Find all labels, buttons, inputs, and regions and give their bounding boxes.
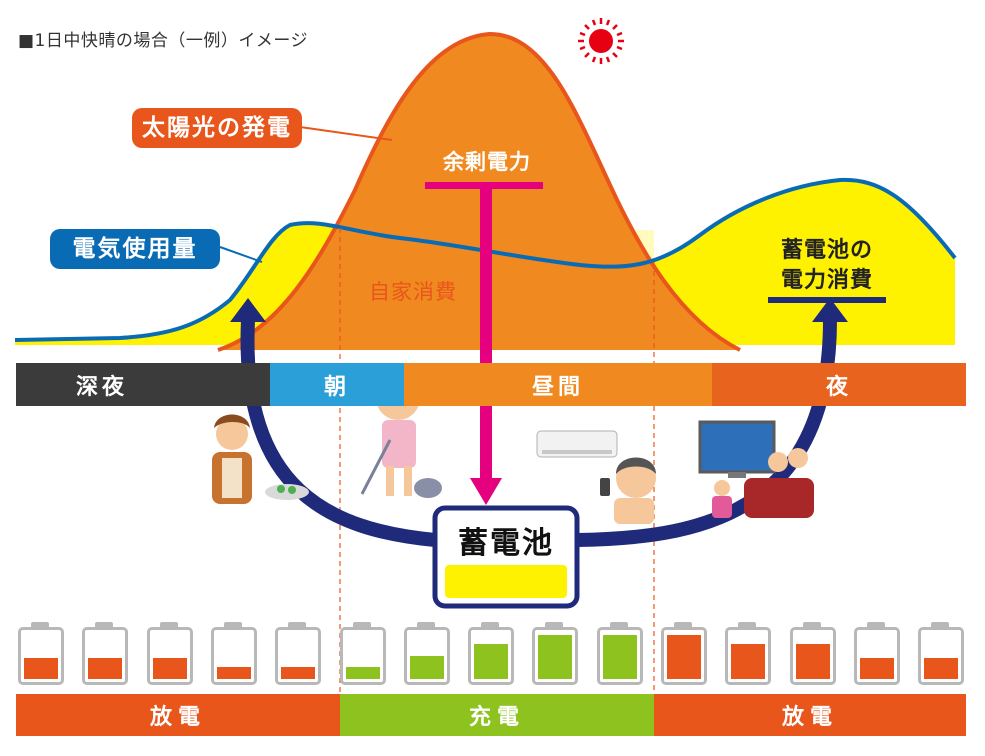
battery-box-fill [445, 565, 567, 598]
battery-level-icon [854, 622, 900, 685]
battery-level-icon [147, 622, 193, 685]
time-band-daytime: 昼間 [404, 363, 712, 406]
battery-level-fill [538, 635, 572, 679]
battery-level-icon [211, 622, 257, 685]
battery-level-fill [474, 644, 508, 679]
battery-level-icon [725, 622, 771, 685]
remote-person-illustration [600, 457, 656, 524]
battery-level-fill [796, 644, 830, 679]
solar-label: 太陽光の発電量 [132, 108, 302, 181]
surplus-bar [425, 182, 543, 189]
battery-level-icon [275, 622, 321, 685]
navy-arrow-right-head [812, 298, 848, 322]
battery-level-fill [346, 667, 380, 679]
aircon-illustration [536, 430, 618, 458]
surplus-arrow-shaft [480, 189, 492, 479]
battery-consumption-underline [768, 297, 886, 303]
mode-discharge-right: 放電 [654, 694, 966, 736]
battery-level-icon [918, 622, 964, 685]
battery-level-icon [82, 622, 128, 685]
battery-level-fill [860, 658, 894, 679]
battery-level-fill [924, 658, 958, 679]
solar-label-leader [299, 126, 393, 141]
battery-level-row [18, 622, 968, 685]
battery-level-icon [468, 622, 514, 685]
surplus-arrow-head [470, 478, 502, 505]
mode-discharge-left: 放電 [16, 694, 340, 736]
battery-level-fill [281, 667, 315, 679]
mode-charge: 充電 [340, 694, 654, 736]
battery-level-fill [217, 667, 251, 679]
battery-level-fill [24, 658, 58, 679]
battery-level-icon [340, 622, 386, 685]
solar-curve-line [217, 31, 741, 352]
battery-level-fill [603, 635, 637, 679]
surplus-label: 余剰電力 [443, 150, 531, 174]
battery-consumption-label-line2: 電力消費 [780, 268, 873, 293]
battery-consumption-label-line1: 蓄電池の [780, 238, 873, 263]
usage-label: 電気使用量 [50, 229, 220, 269]
page-title: ■1日中快晴の場合（一例）イメージ [18, 31, 309, 51]
battery-level-icon [532, 622, 578, 685]
battery-level-icon [18, 622, 64, 685]
battery-level-fill [667, 635, 701, 679]
usage-curve-line [14, 177, 957, 342]
time-band-morning: 朝 [270, 363, 404, 406]
solar-area [218, 34, 740, 350]
battery-level-icon [790, 622, 836, 685]
navy-arrow-left-head [230, 298, 266, 322]
battery-level-fill [731, 644, 765, 679]
battery-level-icon [597, 622, 643, 685]
cooking-person-illustration [212, 414, 309, 504]
battery-level-icon [661, 622, 707, 685]
self-consumption-label: 自家消費 [369, 280, 457, 304]
sun-icon [578, 18, 624, 64]
battery-label: 蓄電池 [458, 526, 554, 561]
battery-level-fill [153, 658, 187, 679]
tv-family-illustration [698, 420, 814, 518]
time-band-night: 夜 [712, 363, 966, 406]
usage-label-leader [219, 246, 263, 263]
battery-level-icon [404, 622, 450, 685]
battery-level-fill [410, 656, 444, 679]
time-band-late-night: 深夜 [16, 363, 270, 406]
battery-level-fill [88, 658, 122, 679]
